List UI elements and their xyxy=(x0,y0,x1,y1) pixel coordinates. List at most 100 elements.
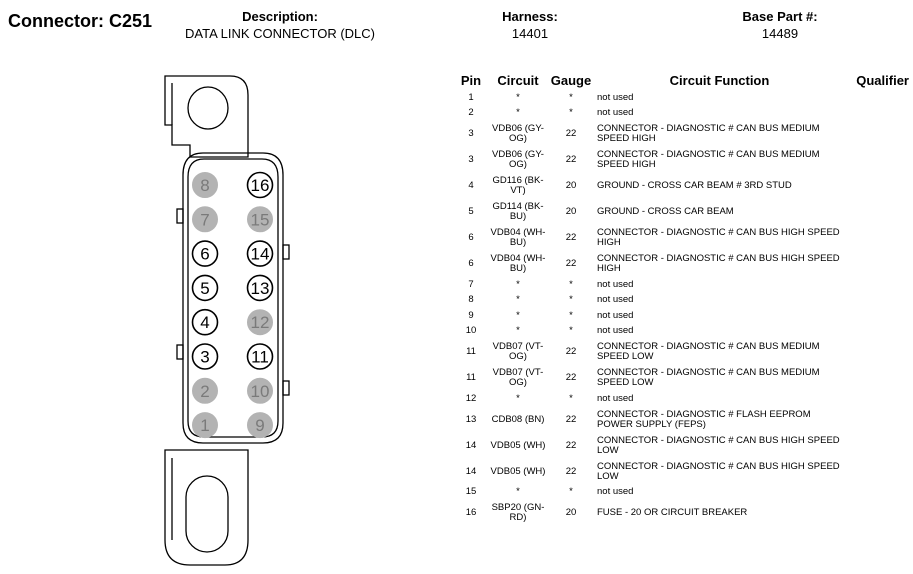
function-cell: CONNECTOR - DIAGNOSTIC # CAN BUS MEDIUM … xyxy=(597,123,820,144)
pin-1: 1 xyxy=(192,412,218,439)
pin-9-label: 9 xyxy=(255,416,264,435)
qualifier-cell xyxy=(844,277,909,293)
table-row: 8**not used xyxy=(453,293,909,309)
pin-6-label: 6 xyxy=(200,245,209,264)
gauge-cell: 20 xyxy=(565,206,577,217)
pin-cell: 7 xyxy=(468,278,474,290)
function-cell: FUSE - 20 OR CIRCUIT BREAKER xyxy=(597,507,748,518)
pin-cell: 5 xyxy=(468,206,474,217)
pin-cell: 11 xyxy=(466,372,476,383)
circuit-cell: * xyxy=(516,278,520,290)
pin-16-circle xyxy=(246,171,274,199)
pin-9-circle xyxy=(247,412,273,439)
col-header-gauge: Gauge xyxy=(550,73,592,88)
pin-cell: 8 xyxy=(468,294,474,306)
function-cell: CONNECTOR - DIAGNOSTIC # CAN BUS HIGH SP… xyxy=(597,434,840,456)
circuit-cell: VDB05 (WH) xyxy=(490,439,546,451)
table-row: 7**not used xyxy=(453,277,909,293)
pin-14: 14 xyxy=(246,240,274,267)
table-row: 1**not used xyxy=(453,90,909,106)
pin-12: 12 xyxy=(247,309,273,336)
function-cell: GROUND - CROSS CAR BEAM xyxy=(597,206,734,217)
circuit-cell: VDB05 (WH) xyxy=(490,465,546,477)
circuit-cell: VDB04 (WH-BU) xyxy=(490,227,546,248)
circuit-cell: VDB07 (VT-OG) xyxy=(492,341,544,362)
table-row: 10**not used xyxy=(453,324,909,340)
qualifier-cell xyxy=(844,147,909,173)
circuit-cell: * xyxy=(516,325,520,337)
right-key-upper xyxy=(282,244,290,260)
pin-2-label: 2 xyxy=(200,382,209,401)
gauge-cell: * xyxy=(569,91,573,103)
left-key-lower xyxy=(176,344,184,360)
connector-body-outer xyxy=(182,152,284,444)
description-block: Description: DATA LINK CONNECTOR (DLC) xyxy=(170,8,390,42)
pin-15: 15 xyxy=(247,206,273,233)
pin-15-label: 15 xyxy=(251,210,270,229)
pin-1-label: 1 xyxy=(200,416,209,435)
gauge-cell: * xyxy=(569,486,573,498)
pin-4: 4 xyxy=(191,308,219,336)
qualifier-cell xyxy=(844,308,909,324)
pin-7: 7 xyxy=(192,206,218,233)
pin-12-circle xyxy=(247,309,273,336)
pin-16-label: 16 xyxy=(251,176,270,195)
circuit-cell: * xyxy=(516,91,520,103)
qualifier-cell xyxy=(844,293,909,309)
pin-8: 8 xyxy=(192,172,218,198)
pin-table-header-row: Pin Circuit Gauge Circuit Function Quali… xyxy=(453,71,909,90)
base-part-value: 14489 xyxy=(761,26,799,41)
pin-2: 2 xyxy=(192,377,218,404)
gauge-cell: 20 xyxy=(565,507,577,518)
pin-13: 13 xyxy=(246,274,274,302)
pin-10: 10 xyxy=(247,377,273,404)
function-cell: CONNECTOR - DIAGNOSTIC # CAN BUS HIGH SP… xyxy=(597,460,840,482)
pin-13-circle xyxy=(246,274,274,302)
function-cell: CONNECTOR - DIAGNOSTIC # CAN BUS HIGH SP… xyxy=(597,227,840,248)
top-latch-hole xyxy=(187,86,229,130)
qualifier-cell xyxy=(844,339,909,365)
pin-7-label: 7 xyxy=(200,210,209,229)
pin-4-circle xyxy=(191,308,219,336)
right-key-lower xyxy=(282,380,290,396)
pin-6: 6 xyxy=(191,240,219,267)
function-cell: not used xyxy=(597,294,634,306)
circuit-cell: * xyxy=(516,294,520,306)
pin-15-circle xyxy=(247,206,273,233)
pin-cell: 10 xyxy=(465,325,477,337)
qualifier-cell xyxy=(844,365,909,391)
connector-title: Connector: C251 xyxy=(8,11,153,31)
gauge-cell: 22 xyxy=(565,154,577,165)
function-cell: not used xyxy=(597,392,634,404)
col-header-pin: Pin xyxy=(460,73,482,88)
pin-16: 16 xyxy=(246,171,274,199)
qualifier-cell xyxy=(844,106,909,122)
pin-6-circle xyxy=(191,240,219,267)
pin-3: 3 xyxy=(191,343,219,370)
bottom-latch xyxy=(164,449,249,566)
pin-10-circle xyxy=(247,377,273,404)
pin-1-circle xyxy=(192,412,218,439)
gauge-cell: * xyxy=(569,309,573,321)
bottom-latch-slot xyxy=(185,475,229,553)
table-row: 12**not used xyxy=(453,391,909,407)
circuit-cell: VDB06 (GY-OG) xyxy=(492,149,544,170)
circuit-cell: CDB08 (BN) xyxy=(491,413,545,425)
pin-cell: 4 xyxy=(468,180,474,191)
pin-14-circle xyxy=(246,240,274,267)
gauge-cell: 22 xyxy=(565,258,577,269)
qualifier-cell xyxy=(844,121,909,147)
function-cell: not used xyxy=(597,309,634,321)
base-part-label: Base Part #: xyxy=(742,9,818,24)
col-header-qualifier: Qualifier xyxy=(856,73,909,88)
gauge-cell: 22 xyxy=(565,439,577,451)
circuit-cell: VDB07 (VT-OG) xyxy=(492,367,544,388)
qualifier-cell xyxy=(844,407,909,433)
pin-cell: 11 xyxy=(466,346,476,357)
